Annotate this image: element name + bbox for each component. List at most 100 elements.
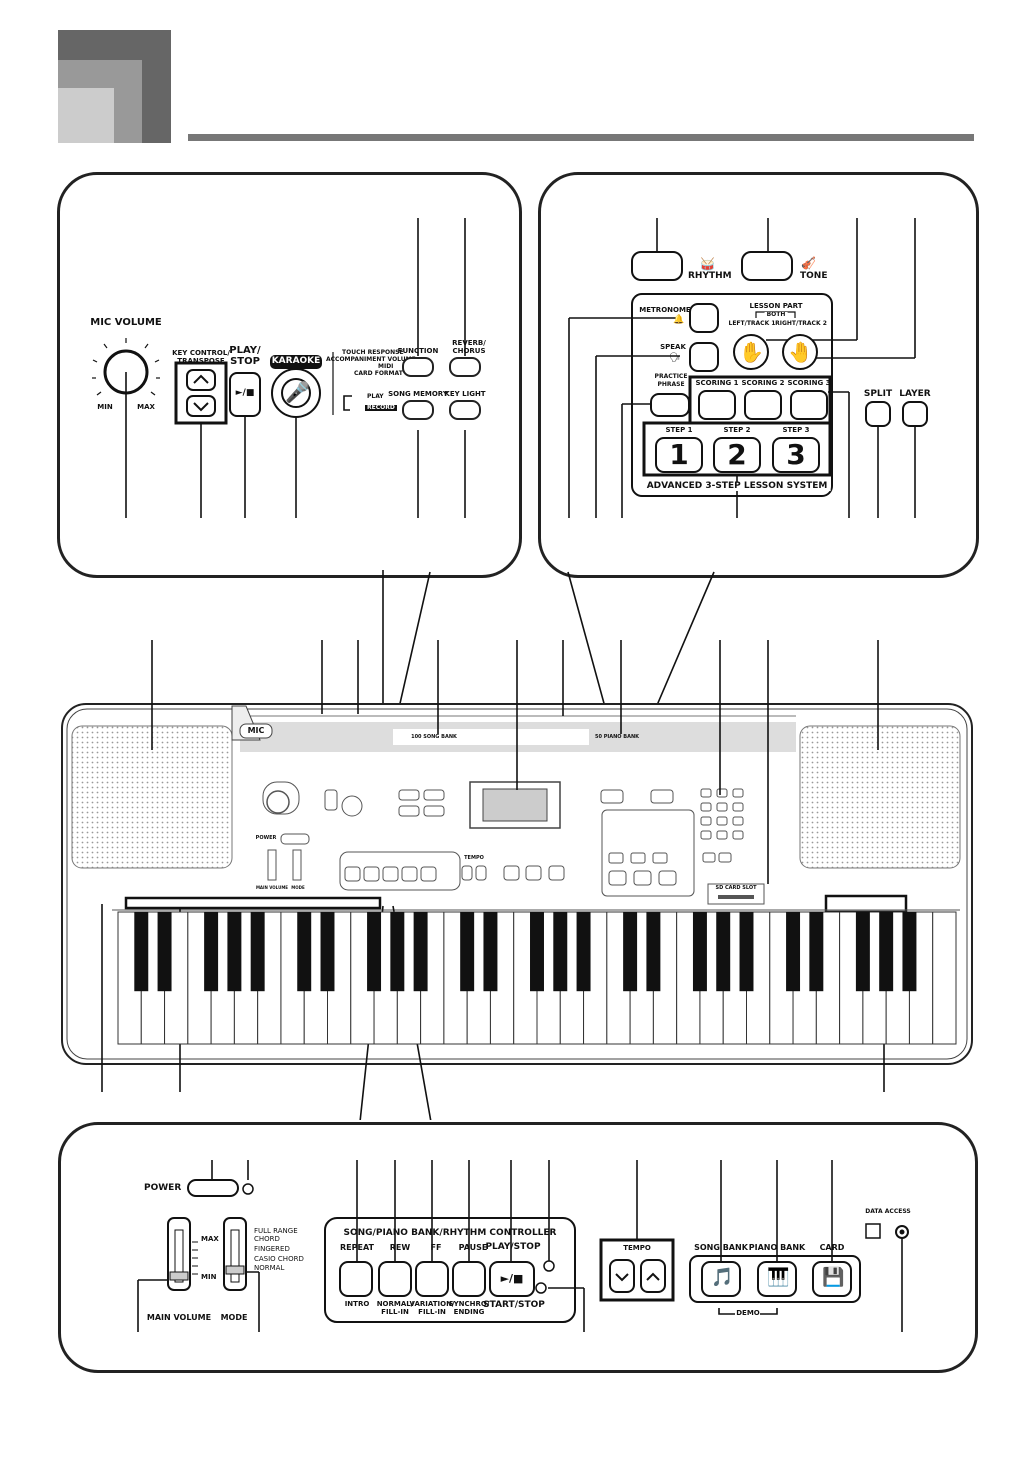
keyboard-mode-label: MODE xyxy=(291,885,305,890)
mode-normal: NORMAL xyxy=(254,1264,285,1272)
step-2-button[interactable]: 2 xyxy=(727,438,747,471)
normal-fillin-label-2: FILL-IN xyxy=(381,1308,409,1316)
black-key xyxy=(297,912,312,992)
black-key xyxy=(390,912,405,992)
black-key xyxy=(320,912,335,992)
variation-label-2: FILL-IN xyxy=(418,1308,446,1316)
step-2-label: STEP 2 xyxy=(723,426,751,434)
intro-label: INTRO xyxy=(344,1300,370,1308)
song-bank-strip-label: 100 SONG BANK xyxy=(411,734,457,740)
tempo-down-button[interactable] xyxy=(610,1260,634,1292)
microphone-icon[interactable]: 🎤 xyxy=(285,380,310,404)
scoring-2-label: SCORING 2 xyxy=(741,379,785,387)
stop-label: STOP xyxy=(230,356,260,367)
card-icon[interactable]: 💾 xyxy=(822,1267,845,1288)
layer-label: LAYER xyxy=(899,389,931,399)
rhythm-label: RHYTHM xyxy=(688,271,732,281)
key-light-label: KEY LIGHT xyxy=(444,390,486,398)
right-hand-icon[interactable]: 🤚 xyxy=(788,340,813,364)
synchro-label-1: SYNCHRO/ xyxy=(448,1300,490,1308)
tone-label: TONE xyxy=(800,271,828,281)
tempo-up-button[interactable] xyxy=(641,1260,665,1292)
power-indicator-lamp xyxy=(243,1184,253,1194)
piano-bank-label: PIANO BANK xyxy=(748,1243,806,1252)
mode-slider[interactable] xyxy=(224,1218,246,1290)
black-key xyxy=(809,912,824,992)
black-key xyxy=(739,912,754,992)
power-button[interactable] xyxy=(188,1180,238,1196)
start-stop-label: START/STOP xyxy=(483,1300,545,1310)
song-bank-label: SONG BANK xyxy=(694,1243,748,1252)
speak-icon: 🗣 xyxy=(669,353,681,363)
accomp-volume-label: ACCOMPANIMENT VOLUME xyxy=(326,356,416,363)
metronome-label: METRONOME xyxy=(639,306,691,314)
header-decoration xyxy=(58,30,974,143)
sd-card-slot-label: SD CARD SLOT xyxy=(715,885,757,891)
black-key xyxy=(786,912,801,992)
song-memory-button[interactable] xyxy=(402,400,434,420)
play-record-play-label: PLAY xyxy=(367,393,384,400)
black-key xyxy=(413,912,428,992)
repeat-intro-button[interactable] xyxy=(340,1262,372,1296)
ff-label: FF xyxy=(430,1243,442,1252)
play-record-record-label: RECORD xyxy=(365,404,397,411)
midi-label: MIDI xyxy=(378,363,394,370)
black-key xyxy=(530,912,544,992)
black-key xyxy=(483,912,498,992)
black-key xyxy=(250,912,265,992)
reverb-chorus-button[interactable] xyxy=(449,357,481,377)
phrase-label: PHRASE xyxy=(657,381,685,388)
mode-casio-chord: CASIO CHORD xyxy=(254,1255,304,1263)
mic-volume-max: MAX xyxy=(137,403,155,411)
speak-label: SPEAK xyxy=(660,343,686,351)
black-key xyxy=(553,912,568,992)
black-key xyxy=(879,912,894,992)
rew-normal-fillin-button[interactable] xyxy=(379,1262,411,1296)
pause-synchro-ending-button[interactable] xyxy=(453,1262,485,1296)
violin-icon: 🎻 xyxy=(801,256,816,270)
data-access-label: DATA ACCESS xyxy=(865,1208,911,1215)
keyboard-mic-label: MIC xyxy=(247,726,265,735)
piano-keyboard[interactable] xyxy=(0,0,1032,1120)
keyboard-tempo-label: TEMPO xyxy=(464,855,484,861)
play-stop-start-stop-button[interactable]: ►/■ xyxy=(500,1272,524,1285)
left-track-label: LEFT/TRACK 1 xyxy=(728,320,776,327)
black-key xyxy=(134,912,149,992)
volume-max-label: MAX xyxy=(201,1235,219,1243)
key-light-button[interactable] xyxy=(449,400,481,420)
piano-bank-icon[interactable]: 🎹 xyxy=(767,1267,790,1288)
lesson-part-label: LESSON PART xyxy=(749,302,803,310)
black-key xyxy=(692,912,707,992)
demo-label: DEMO xyxy=(736,1309,760,1317)
black-key xyxy=(576,912,591,992)
card-label: CARD xyxy=(819,1243,845,1252)
volume-min-label: MIN xyxy=(201,1273,217,1281)
mode-fingered: FINGERED xyxy=(254,1245,290,1253)
transpose-label: TRANSPOSE xyxy=(177,357,225,365)
data-access-lamp xyxy=(896,1226,908,1238)
karaoke-label: KARAOKE xyxy=(271,356,321,366)
play-stop-button[interactable]: ►/■ xyxy=(235,388,255,398)
card-format-label: CARD FORMAT xyxy=(354,370,403,377)
left-hand-icon[interactable]: ✋ xyxy=(739,340,764,364)
both-label: BOTH xyxy=(764,311,788,318)
black-key xyxy=(367,912,382,992)
main-volume-slider[interactable] xyxy=(168,1218,190,1290)
song-bank-icon[interactable]: 🎵 xyxy=(711,1267,734,1288)
touch-response-label: TOUCH RESPONSE xyxy=(342,349,404,356)
step-1-button[interactable]: 1 xyxy=(669,438,689,471)
black-key xyxy=(227,912,242,992)
function-button[interactable] xyxy=(402,357,434,377)
white-key xyxy=(932,911,957,1045)
practice-label: PRACTICE xyxy=(654,373,688,380)
ff-variation-fillin-button[interactable] xyxy=(416,1262,448,1296)
metronome-icon: 🔔 xyxy=(673,315,685,325)
top-left-callout-lines xyxy=(92,218,466,518)
step-3-button[interactable]: 3 xyxy=(786,438,806,471)
mode-chord: CHORD xyxy=(254,1235,280,1243)
normal-fillin-label-1: NORMAL/ xyxy=(376,1300,414,1308)
black-key xyxy=(460,912,475,992)
play-stop-bottom-label: PLAY/STOP xyxy=(485,1242,541,1252)
play-label: PLAY/ xyxy=(229,345,261,356)
